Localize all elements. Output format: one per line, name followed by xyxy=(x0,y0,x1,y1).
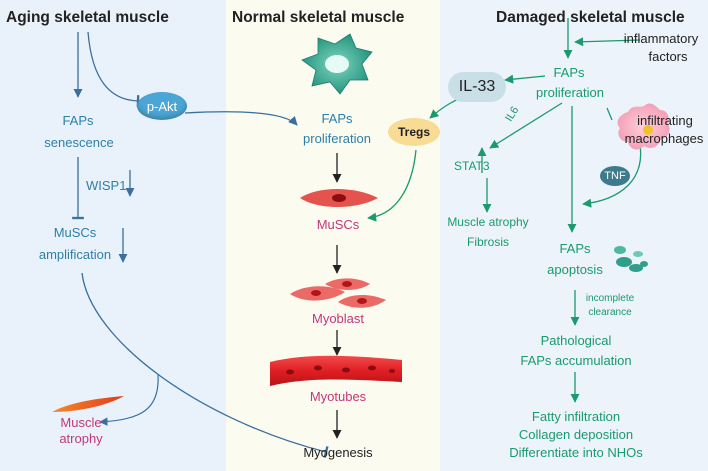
damaged-arrows xyxy=(429,18,642,403)
muscle-atrophy-fibrosis-line2: Fibrosis xyxy=(466,235,509,249)
normal-panel-title: Normal skeletal muscle xyxy=(232,9,405,26)
incomplete-clearance-line2: clearance xyxy=(588,307,632,318)
myoblast-label: Myoblast xyxy=(311,311,365,326)
muscs-cell-illustration xyxy=(300,189,378,207)
outcome-differentiate-nhos: Differentiate into NHOs xyxy=(509,445,643,460)
myotubes-illustration xyxy=(270,355,402,386)
faps-cell-illustration xyxy=(301,33,373,95)
damaged-panel-title: Damaged skeletal muscle xyxy=(496,9,685,26)
damaged-faps-proliferation-line2: proliferation xyxy=(536,85,604,100)
stat3-label: STAT3 xyxy=(454,159,490,173)
aging-panel xyxy=(0,0,226,471)
myoblast-cells-illustration xyxy=(290,278,386,308)
faps-apoptosis-line1: FAPs xyxy=(559,241,591,256)
muscle-atrophy-line2: atrophy xyxy=(59,431,103,446)
faps-apoptosis-line2: apoptosis xyxy=(547,262,603,277)
infiltrating-macrophages-line2: macrophages xyxy=(624,131,704,146)
inflammatory-factors-line2: factors xyxy=(648,49,688,64)
aging-panel-title: Aging skeletal muscle xyxy=(6,9,169,26)
p-akt-label: p-Akt xyxy=(146,98,178,114)
tnf-node: TNF xyxy=(600,166,630,186)
muscs-amplification-line1: MuSCs xyxy=(53,225,97,240)
normal-faps-proliferation-line1: FAPs xyxy=(321,111,353,126)
il33-label: IL-33 xyxy=(458,78,496,95)
macrophage-illustration xyxy=(617,103,670,150)
outcome-fatty-infiltration: Fatty infiltration xyxy=(531,409,621,424)
tregs-node: Tregs xyxy=(388,118,440,146)
muscs-label: MuSCs xyxy=(316,217,360,232)
normal-faps-proliferation-line2: proliferation xyxy=(303,131,371,146)
atrophy-fiber-illustration xyxy=(52,396,124,412)
normal-arrows xyxy=(332,149,417,439)
outcome-collagen-deposition: Collagen deposition xyxy=(518,427,634,442)
wisp1-label: WISP1 xyxy=(86,178,127,193)
apoptotic-faps-illustration xyxy=(614,246,648,272)
muscle-atrophy-line1: Muscle xyxy=(60,415,102,430)
muscs-amplification-line2: amplification xyxy=(38,247,112,262)
faps-senescence-line2: senescence xyxy=(44,135,114,150)
myogenesis-label: Myogenesis xyxy=(303,445,373,460)
pathological-accumulation-line1: Pathological xyxy=(540,333,612,348)
faps-senescence-line1: FAPs xyxy=(62,113,94,128)
infiltrating-macrophages-line1: infiltrating xyxy=(637,113,693,128)
tregs-label: Tregs xyxy=(397,125,430,139)
muscle-atrophy-fibrosis-line1: Muscle atrophy xyxy=(447,215,529,229)
il33-node: IL-33 xyxy=(448,72,506,102)
damaged-faps-proliferation-line1: FAPs xyxy=(553,65,585,80)
p-akt-node: p-Akt xyxy=(137,92,187,120)
tnf-label: TNF xyxy=(604,170,626,182)
myotubes-label: Myotubes xyxy=(309,389,367,404)
pathological-accumulation-line2: FAPs accumulation xyxy=(520,353,632,368)
inflammatory-factors-line1: inflammatory xyxy=(623,31,699,46)
aging-arrows xyxy=(72,31,329,458)
incomplete-clearance-line1: incomplete xyxy=(585,293,635,304)
